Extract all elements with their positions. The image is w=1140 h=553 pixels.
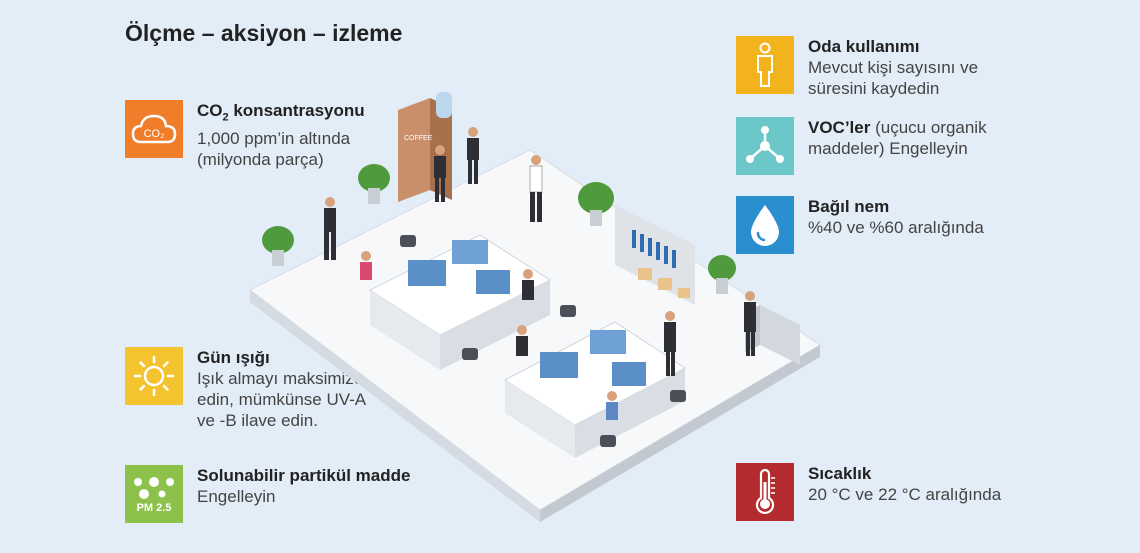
voc-heading-line: VOC’ler (uçucu organik [808,118,987,137]
office-illustration: COFFEE [249,92,821,522]
co2-desc-1: 1,000 ppm’in altında [197,129,351,149]
bookshelf [615,205,695,305]
office-chair [400,235,686,447]
coffee-machine: COFFEE [398,92,452,202]
co2-heading: CO2 konsantrasyonu [197,101,365,124]
daylight-desc-1: Işık almayı maksimize [197,369,364,388]
humidity-heading: Bağıl nem [808,197,890,216]
sun-icon [125,347,183,405]
voc-item: VOC’ler (uçucu organik maddeler) Engelle… [736,117,987,175]
temperature-heading: Sıcaklık [808,464,872,483]
pm-item: PM 2.5 Solunabilir partikül madde Engell… [125,465,410,523]
room-item: Oda kullanımı Mevcut kişi sayısını ve sü… [736,36,978,99]
monitor [590,330,626,354]
monitor [452,240,488,264]
floor-edge-right [540,345,820,522]
pm-desc-1: Engelleyin [197,487,276,506]
page-title: Ölçme – aksiyon – izleme [125,20,403,46]
monitor [540,352,578,378]
coffee-label: COFFEE [404,135,433,142]
molecule-icon [736,117,794,175]
plant [262,164,736,294]
co2-cloud-icon: CO₂ [125,100,183,158]
person [324,127,756,420]
thermometer-icon [736,463,794,521]
desk-cluster-1 [368,234,552,370]
monitor [476,270,510,294]
pm-heading: Solunabilir partikül madde [197,466,411,485]
room-desc-1: Mevcut kişi sayısını ve [808,58,979,77]
humidity-desc-1: %40 ve %60 aralığında [808,218,984,237]
co2-item: CO₂ CO2 konsantrasyonu 1,000 ppm’in altı… [125,100,365,170]
voc-heading: VOC’ler [808,118,871,137]
particles-icon: PM 2.5 [125,465,183,523]
temperature-item: Sıcaklık 20 °C ve 22 °C aralığında [736,463,1001,521]
floor-edge-left [250,290,540,522]
room-desc-2: süresini kaydedin [808,79,940,98]
co2-desc-2: (milyonda parça) [197,150,324,170]
co2-icon-text: CO₂ [144,128,165,140]
water-dispenser [436,92,452,118]
person-icon [736,36,794,94]
monitor [612,362,646,386]
monitor [408,260,446,286]
daylight-desc-2: edin, mümkünse UV-A [197,390,367,409]
pm-icon-text: PM 2.5 [136,502,172,514]
humidity-item: Bağıl nem %40 ve %60 aralığında [736,196,984,254]
daylight-heading: Gün ışığı [197,348,270,367]
voc-desc-2: maddeler) Engelleyin [808,139,968,158]
room-heading: Oda kullanımı [808,37,920,56]
water-drop-icon [736,196,794,254]
daylight-desc-3: ve -B ilave edin. [197,411,318,430]
daylight-item: Gün ışığı Işık almayı maksimize edin, mü… [125,347,366,431]
temperature-desc-1: 20 °C ve 22 °C aralığında [808,485,1002,504]
